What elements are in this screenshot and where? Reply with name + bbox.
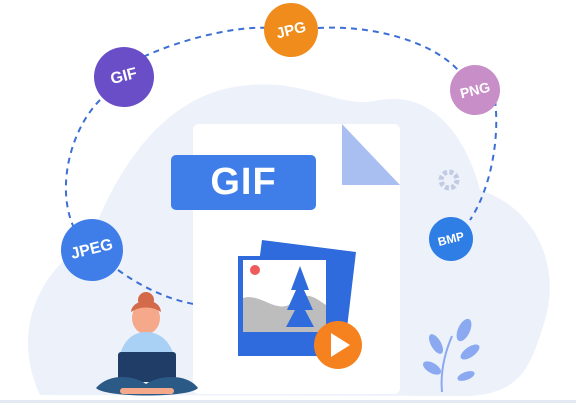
ground-line [0,400,576,403]
plant-illustration [422,318,480,393]
dashed-orbit [64,26,498,308]
play-icon [314,321,362,369]
image-icon [238,240,356,356]
gear-icon [438,169,460,191]
person-illustration [96,292,198,396]
document-fold [342,124,400,185]
gif-banner: GIF [171,155,316,210]
